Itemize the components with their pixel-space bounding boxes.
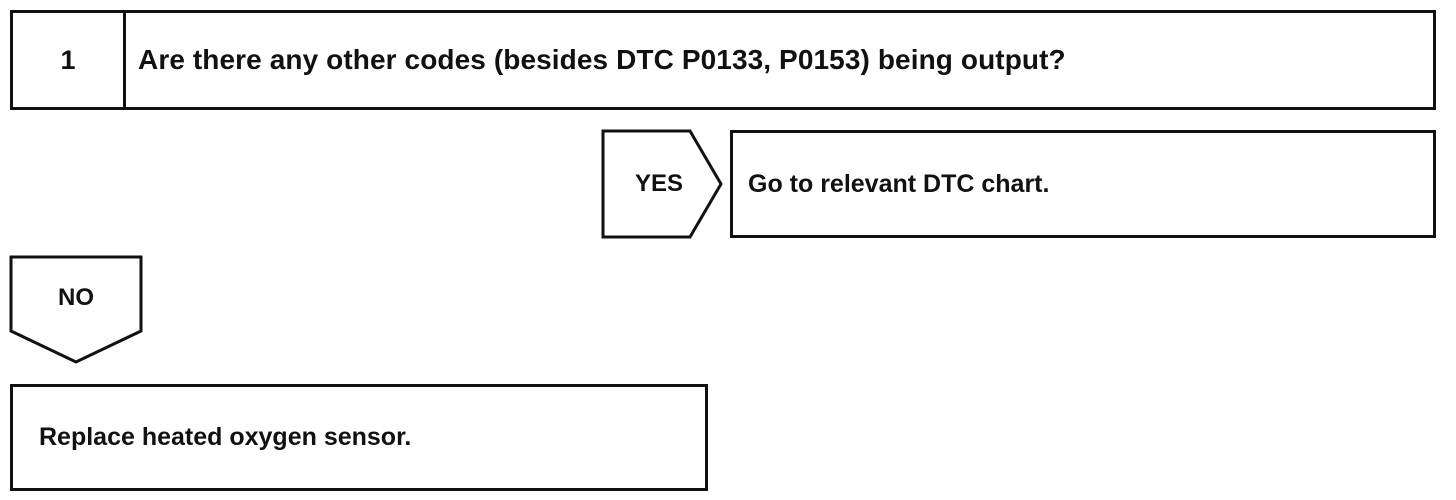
step-number: 1 <box>13 13 126 107</box>
step-question: Are there any other codes (besides DTC P… <box>138 44 1066 75</box>
no-arrow-shape <box>9 255 143 364</box>
no-label: NO <box>58 284 94 311</box>
yes-arrow-shape <box>601 129 723 239</box>
no-result-text: Replace heated oxygen sensor. <box>39 423 412 451</box>
yes-result-text: Go to relevant DTC chart. <box>748 169 1050 198</box>
step-1-box: 1 Are there any other codes (besides DTC… <box>10 10 1436 110</box>
yes-label: YES <box>634 170 684 197</box>
no-result-box: Replace heated oxygen sensor. <box>10 384 708 491</box>
yes-result-box: Go to relevant DTC chart. <box>730 130 1436 238</box>
